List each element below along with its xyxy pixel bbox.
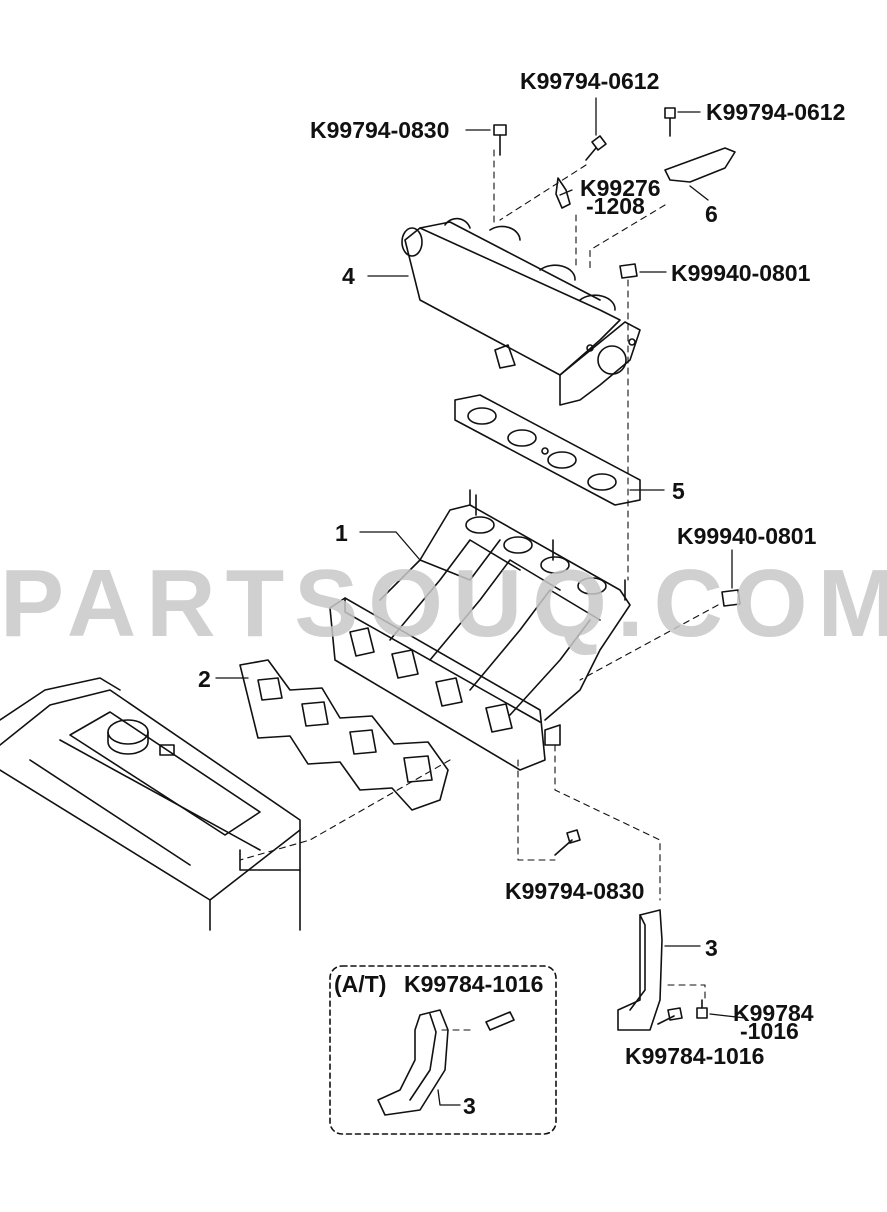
intake-manifold-lower: [329, 489, 631, 771]
callout-part-3-main: 3: [705, 935, 718, 961]
label-bracket-bolt-line1: K99784: [733, 1000, 814, 1026]
intake-gasket-lower: [239, 659, 449, 811]
plenum-gasket: [454, 394, 641, 506]
leader-lines: [215, 97, 746, 1106]
label-at-variant: (A/T): [334, 971, 387, 997]
label-bolt-lower: K99794-0830: [505, 878, 645, 904]
intake-surge-tank: [401, 217, 641, 406]
label-at-bolt: K99784-1016: [404, 971, 544, 997]
label-clip-line1: K99276: [580, 175, 661, 201]
callout-part-1: 1: [335, 520, 348, 546]
label-bolt-top-center: K99794-0612: [520, 68, 660, 94]
callout-part-6: 6: [705, 201, 718, 227]
label-clip-line2: -1208: [586, 193, 645, 219]
small-fasteners: [493, 107, 741, 856]
callout-part-3-at: 3: [463, 1093, 476, 1119]
callout-part-2: 2: [198, 666, 211, 692]
label-bracket-bolt-lower: K99784-1016: [625, 1043, 765, 1069]
bracket-at: [377, 1009, 515, 1116]
assembly-lines: [239, 149, 719, 1031]
label-bolt-top-left: K99794-0830: [310, 117, 450, 143]
label-nut-lower: K99940-0801: [677, 523, 817, 549]
label-bracket-bolt-line2: -1016: [740, 1018, 799, 1044]
label-nut-upper: K99940-0801: [671, 260, 811, 286]
at-variant-box: [329, 965, 557, 1135]
callout-part-4: 4: [342, 263, 355, 289]
callout-part-5: 5: [672, 478, 685, 504]
bracket-main: [617, 909, 708, 1031]
engine-cylinder-head: [0, 677, 301, 931]
label-bolt-top-right: K99794-0612: [706, 99, 846, 125]
